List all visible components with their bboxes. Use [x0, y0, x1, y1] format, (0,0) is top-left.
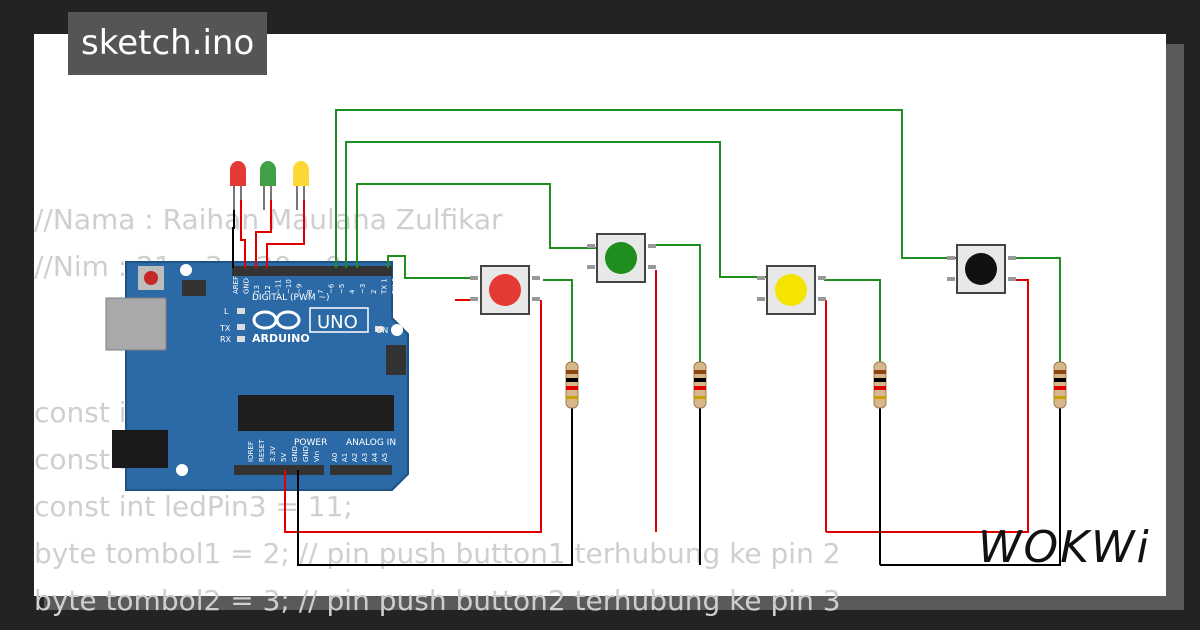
pin-label: ~10	[285, 279, 293, 294]
pin-label: ~3	[359, 284, 367, 294]
pin-label: A2	[351, 453, 359, 462]
rx-label: RX	[220, 335, 232, 344]
uno-label: UNO	[317, 312, 358, 333]
arduino-brand: ARDUINO	[252, 332, 310, 345]
pin-label: TX 1	[380, 278, 388, 295]
sketch-title: sketch.ino	[68, 12, 268, 75]
pin-label: 12	[264, 285, 272, 294]
pin-label: A4	[371, 452, 379, 462]
vcc-wires	[284, 270, 1029, 533]
analog-header	[330, 465, 392, 475]
resistor-1[interactable]	[565, 361, 579, 409]
on-label: ON	[376, 326, 388, 335]
led-wires	[232, 200, 305, 268]
pin-label: A5	[381, 453, 389, 462]
power-header	[234, 465, 324, 475]
pin-label: 13	[253, 285, 261, 294]
pin-label: GND	[243, 278, 251, 294]
resistor-3[interactable]	[873, 361, 887, 409]
digital-label: DIGITAL (PWM ~)	[252, 293, 330, 303]
tx-label: TX	[219, 324, 231, 333]
power-label: POWER	[294, 438, 327, 448]
microcontroller-chip	[238, 395, 394, 431]
pin-label: ~5	[338, 284, 346, 294]
code-line: //Nama : Raihan Maulana Zulfikar	[34, 203, 503, 236]
gnd-wires	[297, 408, 1061, 566]
pin-label: Vin	[313, 451, 321, 462]
pushbutton-red[interactable]	[470, 265, 540, 315]
pushbutton-green[interactable]	[587, 233, 656, 283]
pushbutton-yellow[interactable]	[757, 265, 826, 315]
pin-label: RX 0	[391, 278, 399, 294]
resistor-2[interactable]	[693, 361, 707, 409]
digital-header	[232, 266, 392, 276]
pin-label: AREF	[232, 276, 240, 294]
led-yellow[interactable]	[293, 161, 309, 210]
pin-label: 5V	[280, 453, 288, 462]
pin-label: ~11	[274, 279, 282, 294]
arduino-uno-board[interactable]: DIGITAL (PWM ~) POWER ANALOG IN ON L TX …	[105, 261, 409, 491]
analog-label: ANALOG IN	[346, 438, 396, 448]
led-red[interactable]	[230, 161, 246, 210]
wokwi-logo: WOKWi	[978, 522, 1151, 573]
pin-label: RESET	[258, 439, 266, 462]
pushbutton-black[interactable]	[947, 244, 1016, 294]
pin-label: A1	[341, 453, 349, 462]
pin-label: 8	[306, 290, 314, 294]
pin-label: ~9	[296, 284, 304, 294]
code-line: byte tombol2 = 3; // pin push button2 te…	[34, 584, 841, 617]
led-green[interactable]	[260, 161, 276, 210]
pin-label: GND	[291, 446, 299, 462]
pin-label: A0	[331, 453, 339, 462]
signal-wires	[335, 109, 1061, 362]
pin-label: A3	[361, 453, 369, 462]
resistor-4[interactable]	[1053, 361, 1067, 409]
usb-port	[105, 297, 167, 351]
arduino-logo-icon	[252, 310, 301, 330]
pin-label: 2	[370, 290, 378, 294]
pin-label: GND	[302, 446, 310, 462]
code-line: const int ledPin3 = 11;	[34, 490, 353, 523]
power-jack	[112, 430, 168, 468]
pin-label: 3.3V	[269, 446, 277, 462]
pin-label: IOREF	[247, 441, 255, 462]
l-label: L	[224, 307, 229, 316]
pin-label: 4	[349, 289, 357, 294]
pin-label: ~6	[327, 283, 335, 294]
pin-label: 7	[317, 290, 325, 294]
